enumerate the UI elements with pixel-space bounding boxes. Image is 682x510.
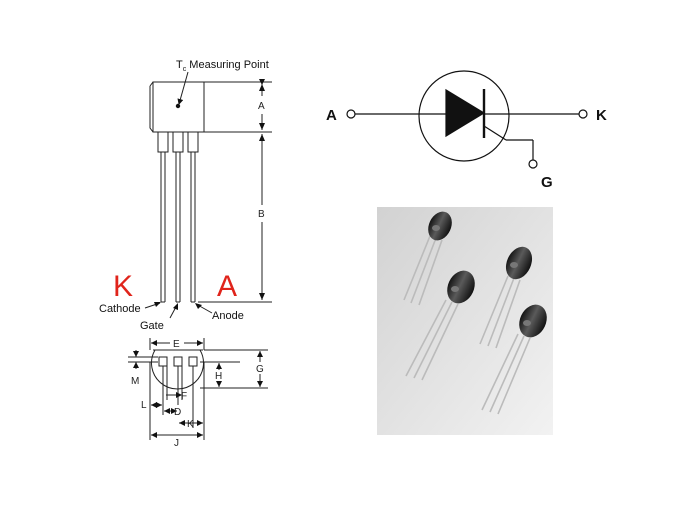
symbol-label-gate: G bbox=[541, 174, 553, 191]
transistor-2 bbox=[479, 246, 533, 349]
dim-label-g: G bbox=[256, 364, 264, 375]
measuring-point-dot bbox=[175, 103, 181, 109]
pin-label-anode: Anode bbox=[212, 310, 244, 322]
dim-label-k: K bbox=[187, 419, 194, 430]
dim-label-d: D bbox=[174, 407, 181, 418]
transistor-4 bbox=[481, 304, 547, 415]
transistor-1 bbox=[403, 211, 452, 306]
dim-label-l: L bbox=[141, 400, 147, 411]
symbol-envelope bbox=[418, 70, 510, 162]
gate-terminal bbox=[528, 159, 538, 169]
symbol-label-cathode: K bbox=[596, 107, 607, 124]
dim-label-f: F bbox=[181, 391, 187, 402]
pin-label-gate: Gate bbox=[140, 320, 164, 332]
cathode-terminal bbox=[578, 109, 588, 119]
package-bottom-view bbox=[128, 338, 268, 440]
diode-triangle bbox=[445, 88, 486, 138]
symbol-label-anode: A bbox=[326, 107, 337, 124]
transistor-3 bbox=[405, 270, 475, 381]
scr-symbol bbox=[346, 70, 588, 169]
dim-label-b: B bbox=[258, 209, 265, 220]
dim-label-m: M bbox=[131, 376, 139, 387]
dim-label-j: J bbox=[174, 438, 179, 449]
package-leads bbox=[160, 152, 196, 303]
dim-label-a: A bbox=[258, 101, 265, 112]
big-label-k: K bbox=[113, 270, 133, 303]
anode-terminal bbox=[346, 109, 356, 119]
dim-label-h: H bbox=[215, 371, 222, 382]
product-photo bbox=[377, 207, 553, 435]
pin-label-cathode: Cathode bbox=[99, 303, 141, 315]
big-label-a: A bbox=[217, 270, 237, 303]
dim-label-e: E bbox=[173, 339, 180, 350]
measuring-point-label: Tc Measuring Point bbox=[176, 59, 269, 73]
package-outline-drawing bbox=[144, 71, 272, 319]
